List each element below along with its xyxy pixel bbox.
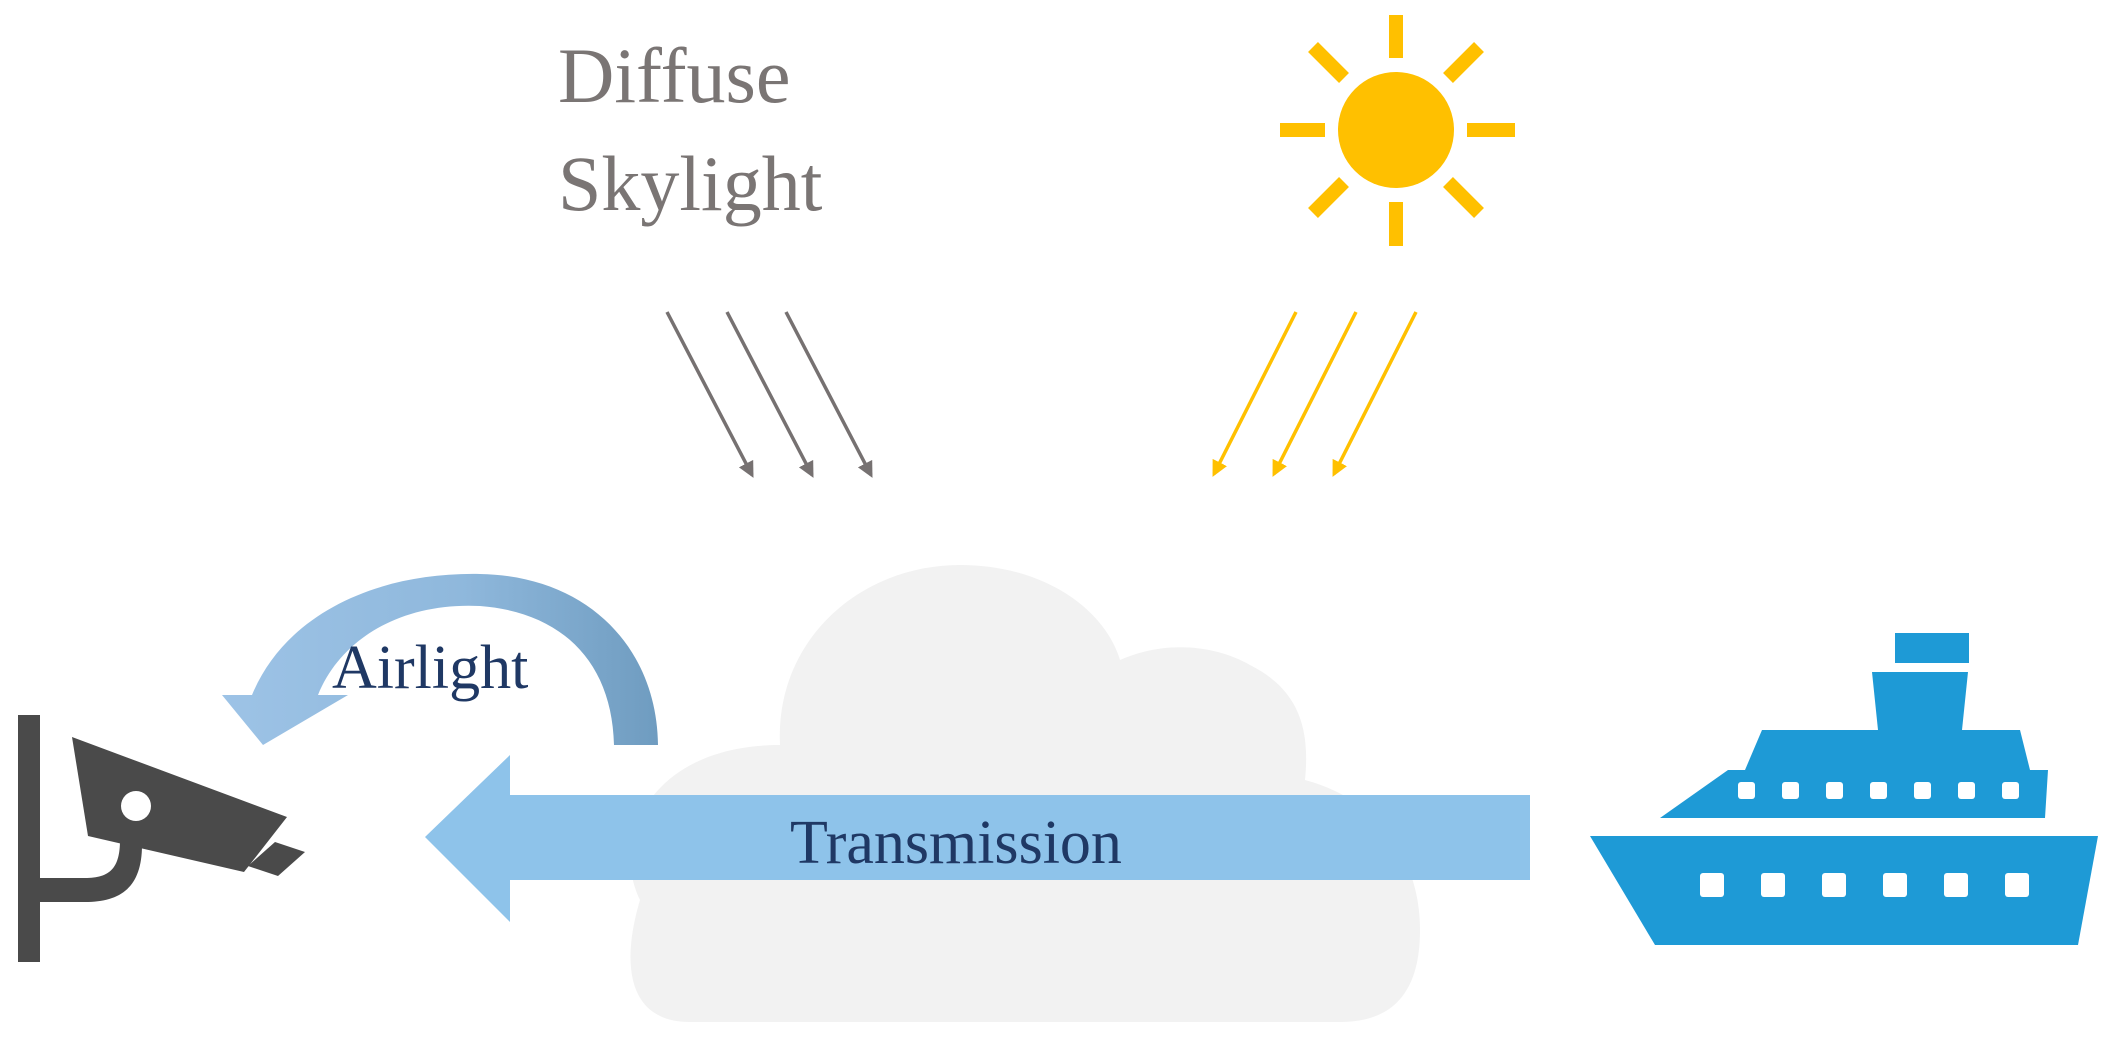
skylight-ray — [725, 311, 814, 478]
security-camera-icon — [18, 715, 305, 962]
sunlight-rays — [1212, 311, 1418, 477]
sunlight-ray — [1272, 311, 1358, 477]
skylight-ray — [665, 311, 754, 478]
airlight-arrow — [222, 573, 658, 745]
diffuse-skylight-label-line2: Skylight — [558, 140, 823, 227]
diffuse-skylight-label-line1: Diffuse — [558, 32, 791, 119]
cloud-icon — [630, 565, 1420, 1022]
airlight-label: Airlight — [332, 634, 528, 702]
skylight-ray — [784, 311, 873, 478]
transmission-arrow — [425, 755, 1530, 922]
skylight-rays — [665, 311, 873, 478]
sunlight-ray — [1212, 311, 1298, 477]
transmission-label: Transmission — [790, 809, 1122, 877]
ship-icon — [1590, 633, 2098, 945]
sun-icon — [1280, 15, 1515, 246]
sunlight-ray — [1332, 311, 1418, 477]
